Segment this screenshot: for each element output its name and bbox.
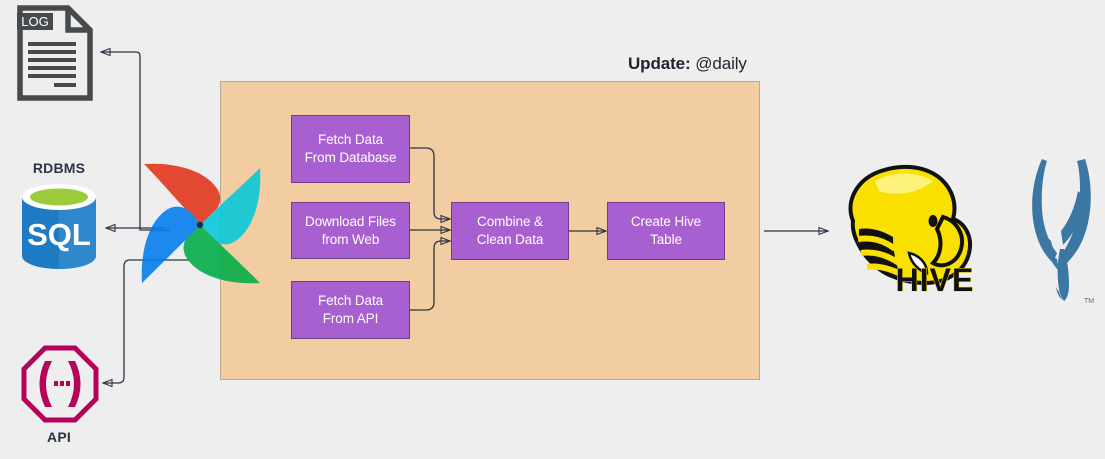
- druid-branch-right: [1061, 191, 1085, 245]
- hive-trunk: [929, 214, 964, 268]
- left-bracket: [39, 361, 52, 407]
- task-label-line2: from Web: [321, 231, 380, 247]
- api-label: API: [47, 429, 71, 445]
- airflow-pinwheel-icon: [141, 163, 261, 284]
- task-create-hive-table[interactable]: Create Hive Table: [607, 202, 725, 260]
- druid-horn-right: [1061, 159, 1091, 265]
- pinwheel-hub: [196, 221, 204, 229]
- schedule-label: Update: @daily: [628, 54, 747, 74]
- druid-tine-left: [1039, 231, 1054, 253]
- document-text-lines: [28, 42, 76, 87]
- hive-eye: [928, 215, 938, 227]
- druid-muzzle: [1057, 249, 1069, 301]
- task-label-line2: From Database: [304, 150, 397, 165]
- octagon-outline: [21, 345, 99, 423]
- hive-ear-highlight: [875, 173, 933, 194]
- task-fetch-data-from-database[interactable]: Fetch Data From Database: [291, 115, 410, 183]
- cylinder-top-fill: [30, 188, 88, 206]
- hive-wordmark: HIVE: [896, 262, 975, 298]
- task-label-line1: Combine &: [477, 214, 543, 229]
- document-fold: [65, 8, 90, 33]
- pinwheel-blade-blue: [141, 206, 200, 283]
- pinwheel-blade-green: [183, 225, 260, 284]
- sql-wordmark: SQL: [27, 217, 91, 252]
- hive-tusk: [907, 251, 929, 275]
- api-octagon-icon: [21, 345, 99, 423]
- right-bracket: [68, 361, 81, 407]
- druid-trademark: TM: [1084, 298, 1094, 305]
- task-label-line1: Download Files: [305, 213, 396, 229]
- druid-horn-left: [1032, 159, 1057, 263]
- sql-database-icon: SQL: [22, 184, 96, 269]
- task-fetch-data-from-api[interactable]: Fetch Data From API: [291, 281, 410, 339]
- schedule-label-text: Update:: [628, 54, 691, 73]
- log-document-icon: LOG: [17, 5, 93, 101]
- log-badge-background: [17, 13, 53, 30]
- task-label-line1: Create Hive: [630, 214, 702, 229]
- schedule-value-text: @daily: [695, 54, 747, 73]
- ellipsis-dots: [54, 381, 70, 386]
- task-download-files-from-web[interactable]: Download Files from Web: [291, 202, 410, 259]
- task-label-line1: Fetch Data: [317, 132, 384, 147]
- druid-logo-icon: TM: [1032, 159, 1094, 305]
- rdbms-label: RDBMS: [32, 160, 86, 176]
- task-label-line2: Table: [650, 232, 682, 247]
- log-badge-label: LOG: [21, 14, 48, 29]
- hive-stripes: [857, 235, 905, 278]
- pinwheel-blade-red: [144, 163, 221, 225]
- task-combine-and-clean-data[interactable]: Combine & Clean Data: [451, 202, 569, 260]
- cylinder-body-shade: [59, 197, 96, 269]
- druid-fleck-left: [1047, 253, 1059, 271]
- druid-tip: [1056, 287, 1062, 300]
- task-label-line2: From API: [322, 311, 379, 326]
- task-label-line1: Fetch Data: [317, 293, 384, 308]
- pinwheel-blade-cyan: [200, 168, 261, 245]
- hive-logo-icon: HIVE: [848, 164, 975, 299]
- task-label-line2: Clean Data: [476, 232, 544, 247]
